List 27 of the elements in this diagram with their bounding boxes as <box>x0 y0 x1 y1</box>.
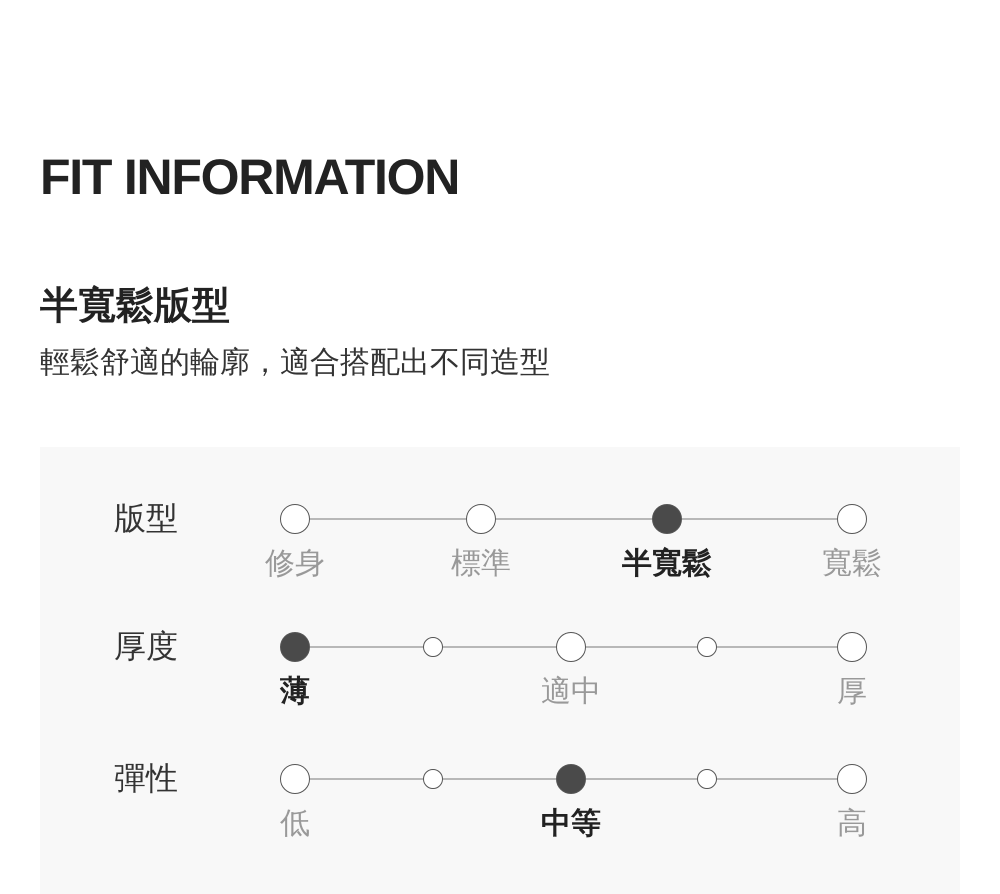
row-label: 厚度 <box>114 626 178 666</box>
scale-label: 標準 <box>450 545 512 582</box>
description-text: 輕鬆舒適的輪廓，適合搭配出不同造型 <box>40 344 550 382</box>
row-label: 彈性 <box>114 758 178 798</box>
connector-line <box>586 646 698 648</box>
connector-line <box>442 646 556 648</box>
connector-line <box>310 778 424 780</box>
connector-line <box>310 518 466 520</box>
scale-label: 半寬鬆 <box>621 545 713 582</box>
connector-line <box>586 778 698 780</box>
scale-label: 適中 <box>540 673 602 710</box>
scale-label: 高 <box>836 805 868 842</box>
scale-label: 厚 <box>836 673 868 710</box>
scale-label: 中等 <box>540 805 602 842</box>
title: FIT INFORMATION <box>40 152 460 202</box>
section-heading: 半寬鬆版型 <box>40 282 230 329</box>
connector-line <box>310 646 424 648</box>
connector-line <box>682 518 838 520</box>
scale-label: 低 <box>279 805 311 842</box>
connector-line <box>496 518 652 520</box>
connector-line <box>716 778 838 780</box>
connector-line <box>716 646 838 648</box>
row-label: 版型 <box>114 498 178 538</box>
scale-label: 薄 <box>278 673 311 710</box>
connector-line <box>442 778 556 780</box>
scale-label: 修身 <box>264 545 326 582</box>
scale-label: 寬鬆 <box>821 545 883 582</box>
